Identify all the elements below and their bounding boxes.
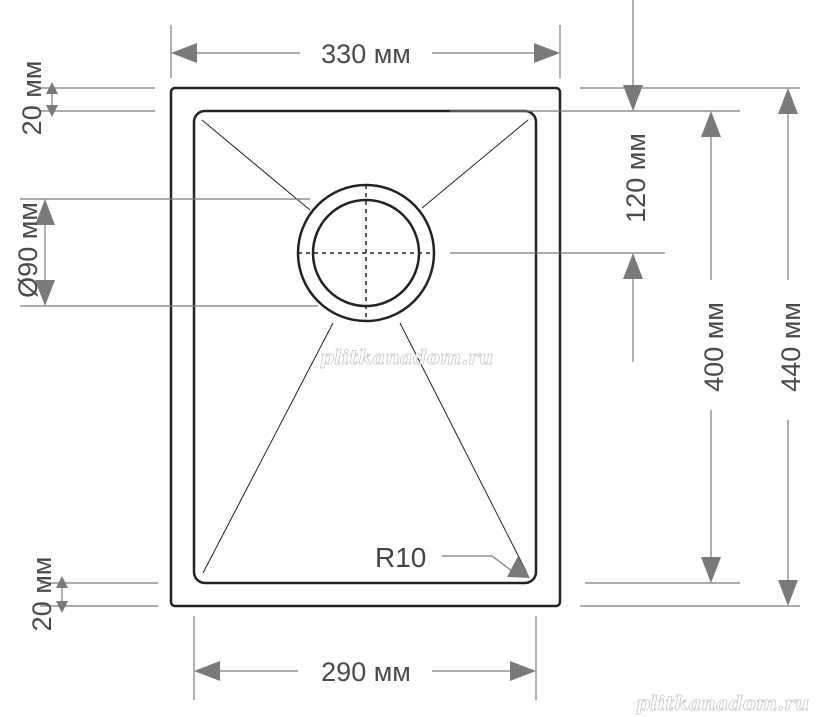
inner-width-label: 290 мм bbox=[321, 657, 411, 687]
watermark-corner: plitkanadom.ru bbox=[636, 691, 809, 715]
extension-lines bbox=[20, 25, 800, 700]
dimension-drain-offset: 120 мм bbox=[621, 0, 651, 362]
dimension-drain-diameter: Ø90 мм bbox=[13, 199, 55, 306]
outer-width-label: 330 мм bbox=[321, 39, 411, 69]
rim-bottom-label: 20 мм bbox=[27, 557, 57, 632]
rim-top-label: 20 мм bbox=[17, 61, 47, 136]
sink-inner-bowl bbox=[192, 109, 538, 585]
slope-line-bottom-left bbox=[202, 322, 334, 574]
dimension-outer-width: 330 мм bbox=[171, 39, 560, 69]
sink-outer-rim bbox=[169, 86, 562, 608]
dimension-rim-bottom: 20 мм bbox=[27, 557, 68, 632]
inner-height-label: 400 мм bbox=[699, 302, 729, 392]
dimension-rim-top: 20 мм bbox=[17, 61, 58, 136]
corner-radius-callout: R10 bbox=[375, 542, 530, 578]
sink-body bbox=[169, 86, 562, 608]
drain-diameter-label: Ø90 мм bbox=[13, 202, 43, 298]
slope-line-bottom-right bbox=[399, 322, 528, 574]
dimension-inner-width: 290 мм bbox=[194, 657, 536, 687]
watermark-center: plitkanadom.ru bbox=[320, 345, 493, 369]
slope-line-top-left bbox=[201, 119, 311, 211]
corner-radius-label: R10 bbox=[375, 542, 426, 573]
slope-line-top-right bbox=[421, 119, 529, 209]
dimension-outer-height: 440 мм bbox=[776, 88, 806, 606]
drain-offset-label: 120 мм bbox=[621, 133, 651, 223]
outer-height-label: 440 мм bbox=[776, 302, 806, 392]
dimension-inner-height: 400 мм bbox=[699, 111, 729, 583]
